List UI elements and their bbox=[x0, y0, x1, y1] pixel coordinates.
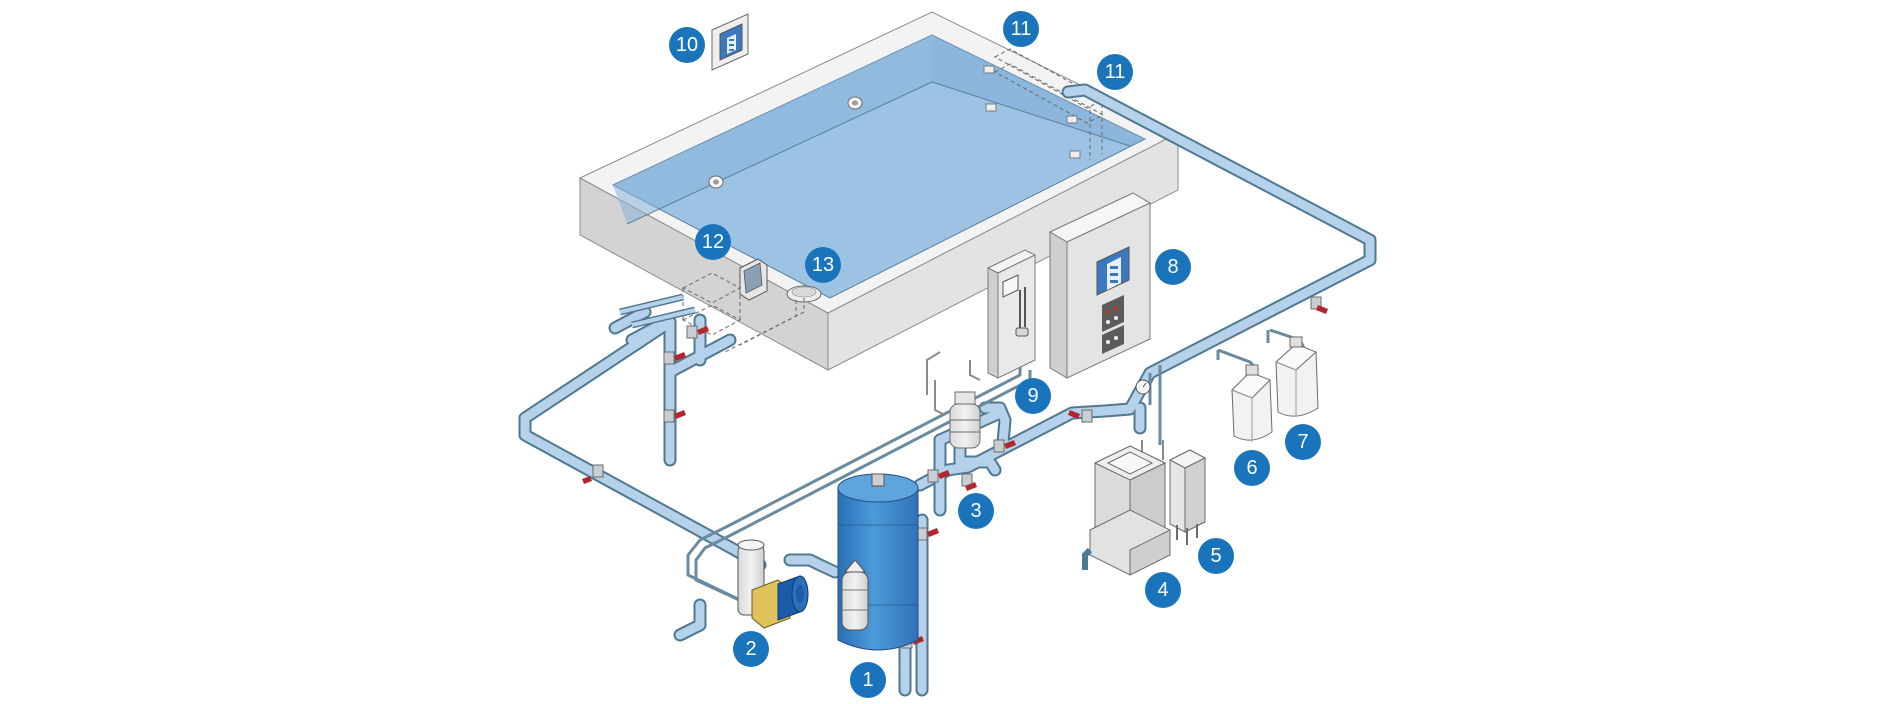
canister-6 bbox=[1231, 364, 1273, 442]
marker-canister-b: 7 bbox=[1285, 424, 1321, 460]
dosing-unit-5 bbox=[1168, 449, 1207, 545]
grey-tubes bbox=[926, 351, 1164, 460]
pool-inner-back-wall bbox=[613, 35, 932, 224]
valve bbox=[993, 439, 1016, 453]
marker-fittings-a: 11 bbox=[1003, 11, 1039, 47]
valve bbox=[927, 469, 950, 483]
control-cabinet-8 bbox=[1048, 192, 1152, 379]
marker-heat-exchanger: 4 bbox=[1145, 572, 1181, 608]
marker-floor-drain: 13 bbox=[805, 247, 841, 283]
valve bbox=[663, 409, 686, 423]
marker-wall-control: 10 bbox=[669, 27, 705, 63]
marker-dosing-unit: 5 bbox=[1198, 538, 1234, 574]
pump-2 bbox=[737, 539, 809, 629]
pool-inner-right-wall bbox=[932, 35, 1145, 146]
valve bbox=[686, 325, 709, 339]
marker-sensor: 3 bbox=[958, 493, 994, 529]
marker-canister-a: 6 bbox=[1234, 450, 1270, 486]
valve bbox=[961, 473, 977, 491]
marker-fittings-b: 11 bbox=[1097, 54, 1133, 90]
marker-pump: 2 bbox=[733, 631, 769, 667]
valve bbox=[1310, 296, 1328, 314]
pressure-gauge bbox=[1135, 379, 1151, 395]
pool-inlets bbox=[708, 96, 863, 189]
canister-7 bbox=[1275, 336, 1319, 417]
wall-fittings-11-nozzles bbox=[983, 65, 1081, 159]
marker-measurement-panel: 9 bbox=[1015, 378, 1051, 414]
floor-drain-13 bbox=[786, 285, 822, 303]
thin-tubes bbox=[686, 328, 1307, 607]
wall-control-10 bbox=[711, 13, 749, 71]
measurement-panel-9 bbox=[986, 249, 1037, 379]
skimmer-12 bbox=[739, 258, 768, 301]
flow-sensor-cell bbox=[949, 391, 981, 449]
marker-skimmer: 12 bbox=[695, 224, 731, 260]
valve bbox=[582, 464, 604, 484]
multiport-valve bbox=[841, 559, 869, 631]
valve bbox=[1068, 409, 1093, 423]
wall-fittings-11 bbox=[993, 48, 1105, 160]
heat-exchanger-4 bbox=[1082, 445, 1171, 576]
valve bbox=[663, 351, 686, 365]
marker-control-cabinet: 8 bbox=[1155, 249, 1191, 285]
marker-filter: 1 bbox=[850, 662, 886, 698]
sand-filter-1 bbox=[837, 473, 919, 651]
